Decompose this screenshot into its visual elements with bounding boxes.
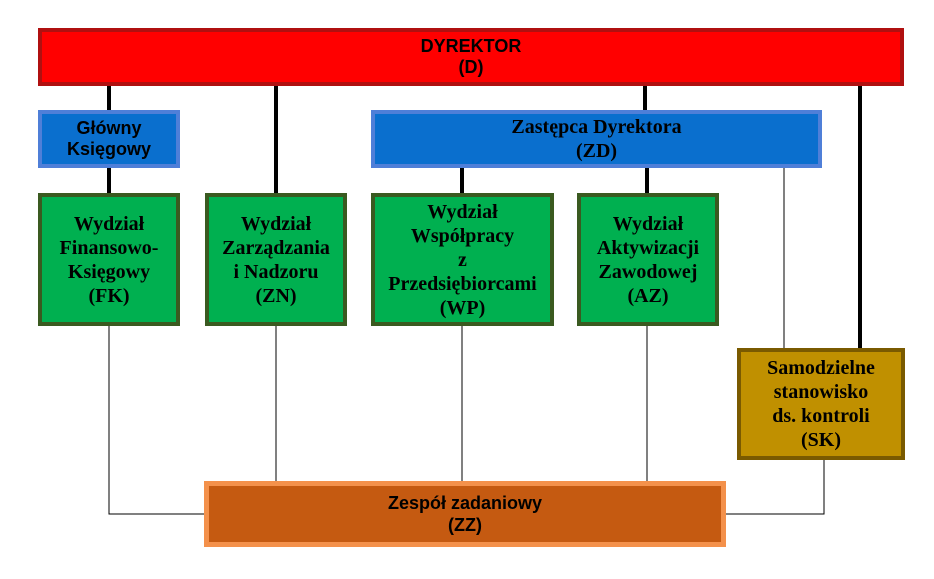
control-post-box: Samodzielne stanowisko ds. kontroli (SK) [737, 348, 905, 460]
chief-accountant-box: Główny Księgowy [38, 110, 180, 168]
task-team-code: (ZZ) [448, 515, 482, 535]
task-team-box: Zespół zadaniowy (ZZ) [204, 481, 726, 547]
task-team-name: Zespół zadaniowy [387, 493, 543, 513]
deputy-director-name: Zastępca Dyrektora [511, 116, 682, 138]
department-label: Wydział Finansowo- Księgowy (FK) [59, 212, 159, 307]
department-fk-box: Wydział Finansowo- Księgowy (FK) [38, 193, 180, 326]
chief-accountant-label: Główny Księgowy [66, 118, 152, 159]
director-code: (D) [458, 57, 484, 77]
director-name: DYREKTOR [420, 36, 522, 56]
line-sk-zz [726, 460, 825, 515]
department-label: Wydział Współpracy z Przedsiębiorcami (W… [388, 200, 537, 319]
department-wp-box: Wydział Współpracy z Przedsiębiorcami (W… [371, 193, 554, 326]
department-zn-box: Wydział Zarządzania i Nadzoru (ZN) [205, 193, 347, 326]
department-label: Wydział Zarządzania i Nadzoru (ZN) [222, 212, 330, 307]
control-post-label: Samodzielne stanowisko ds. kontroli (SK) [767, 357, 875, 451]
deputy-director-box: Zastępca Dyrektora (ZD) [371, 110, 822, 168]
deputy-director-code: (ZD) [575, 140, 618, 162]
department-az-box: Wydział Aktywizacji Zawodowej (AZ) [577, 193, 719, 326]
director-box: DYREKTOR (D) [38, 28, 904, 86]
department-label: Wydział Aktywizacji Zawodowej (AZ) [596, 212, 700, 307]
line-fk-zz [108, 326, 204, 515]
